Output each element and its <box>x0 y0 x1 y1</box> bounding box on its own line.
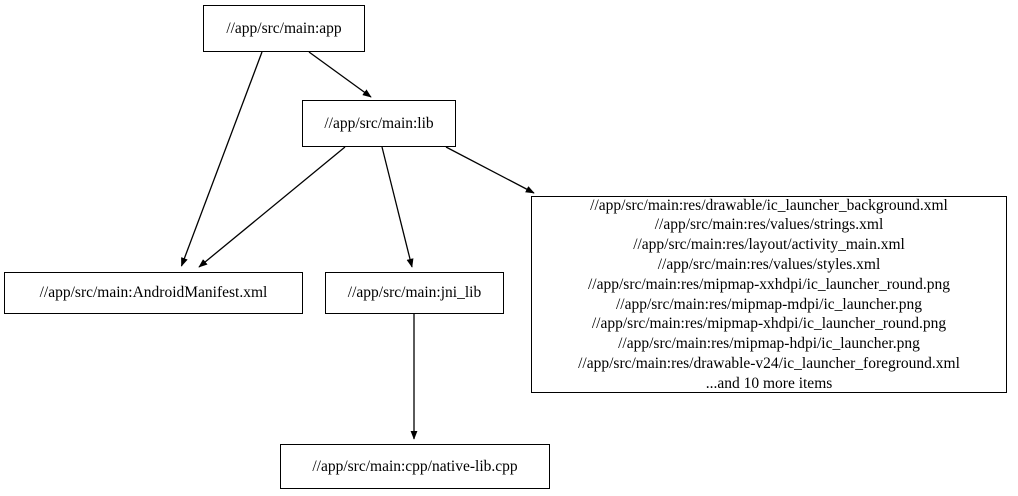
graph-node-native-lib-cpp-label: //app/src/main:cpp/native-lib.cpp <box>312 457 518 475</box>
graph-node-resources-line: //app/src/main:res/layout/activity_main.… <box>633 236 905 254</box>
graph-node-resources-line: //app/src/main:res/values/styles.xml <box>657 255 881 273</box>
graph-node-resources-line: //app/src/main:res/drawable/ic_launcher_… <box>590 196 948 214</box>
graph-node-lib-label: //app/src/main:lib <box>324 114 434 132</box>
edge-lib-to-androidmanifest <box>198 146 346 268</box>
graph-node-app[interactable]: //app/src/main:app <box>203 5 365 52</box>
graph-node-app-label: //app/src/main:app <box>226 19 342 37</box>
graph-node-androidmanifest-label: //app/src/main:AndroidManifest.xml <box>39 284 268 302</box>
graph-node-native-lib-cpp[interactable]: //app/src/main:cpp/native-lib.cpp <box>280 444 550 489</box>
edge-lib-to-jni-lib <box>381 146 414 268</box>
graph-node-jni-lib-label: //app/src/main:jni_lib <box>347 284 482 302</box>
graph-node-resources-line: //app/src/main:res/mipmap-xhdpi/ic_launc… <box>591 315 947 333</box>
graph-node-resources[interactable]: //app/src/main:res/drawable/ic_launcher_… <box>531 196 1007 393</box>
graph-node-resources-line: //app/src/main:res/drawable-v24/ic_launc… <box>578 354 960 372</box>
graph-node-androidmanifest[interactable]: //app/src/main:AndroidManifest.xml <box>4 272 303 314</box>
graph-node-resources-label: //app/src/main:res/drawable/ic_launcher_… <box>538 196 1000 394</box>
edge-lib-to-resources <box>445 146 535 194</box>
edge-app-to-lib <box>308 51 372 98</box>
edge-app-to-androidmanifest <box>180 51 263 267</box>
graph-node-jni-lib[interactable]: //app/src/main:jni_lib <box>325 272 504 314</box>
graph-node-resources-line: //app/src/main:res/values/strings.xml <box>654 216 884 234</box>
graph-node-lib[interactable]: //app/src/main:lib <box>302 100 456 147</box>
graph-node-resources-line: //app/src/main:res/mipmap-hdpi/ic_launch… <box>618 335 920 353</box>
graph-node-resources-line: //app/src/main:res/mipmap-mdpi/ic_launch… <box>615 295 923 313</box>
graph-node-resources-line: ...and 10 more items <box>705 374 833 392</box>
graph-node-resources-line: //app/src/main:res/mipmap-xxhdpi/ic_laun… <box>587 275 950 293</box>
